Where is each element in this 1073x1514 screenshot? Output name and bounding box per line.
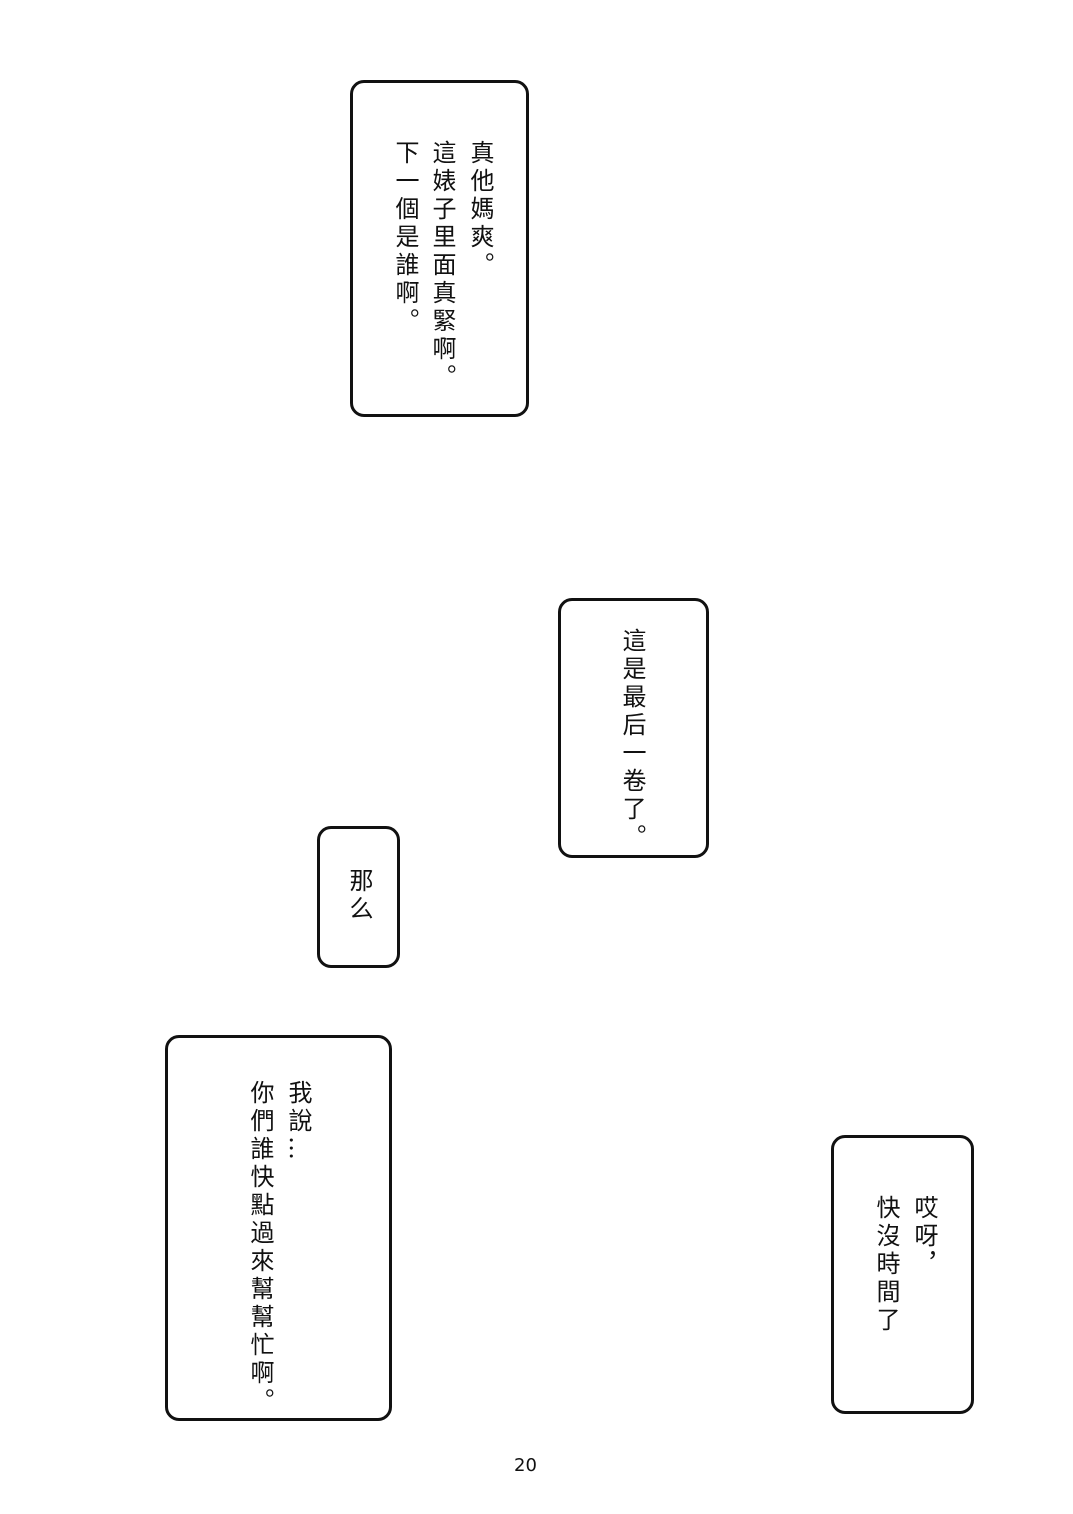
bubble-4-line-2: 你們誰快點過來幫幫忙啊。 [246, 1080, 274, 1416]
speech-box-1 [350, 80, 529, 417]
bubble-2-line-1: 這是最后一卷了。 [618, 628, 646, 852]
bubble-1-line-3: 下一個是誰啊。 [391, 140, 419, 336]
speech-box-3 [317, 826, 400, 968]
bubble-3-line-1: 那么 [345, 868, 373, 924]
speech-box-2 [558, 598, 709, 858]
speech-box-4 [165, 1035, 392, 1421]
bubble-5-line-1: 哎呀， [910, 1195, 938, 1279]
speech-box-5 [831, 1135, 974, 1414]
bubble-1-line-1: 真他媽爽。 [466, 140, 494, 280]
bubble-1-line-2: 這婊子里面真緊啊。 [428, 140, 456, 392]
page-number: 20 [514, 1455, 537, 1476]
bubble-4-line-1: 我說… [284, 1080, 312, 1164]
bubble-5-line-2: 快沒時間了 [872, 1195, 900, 1335]
